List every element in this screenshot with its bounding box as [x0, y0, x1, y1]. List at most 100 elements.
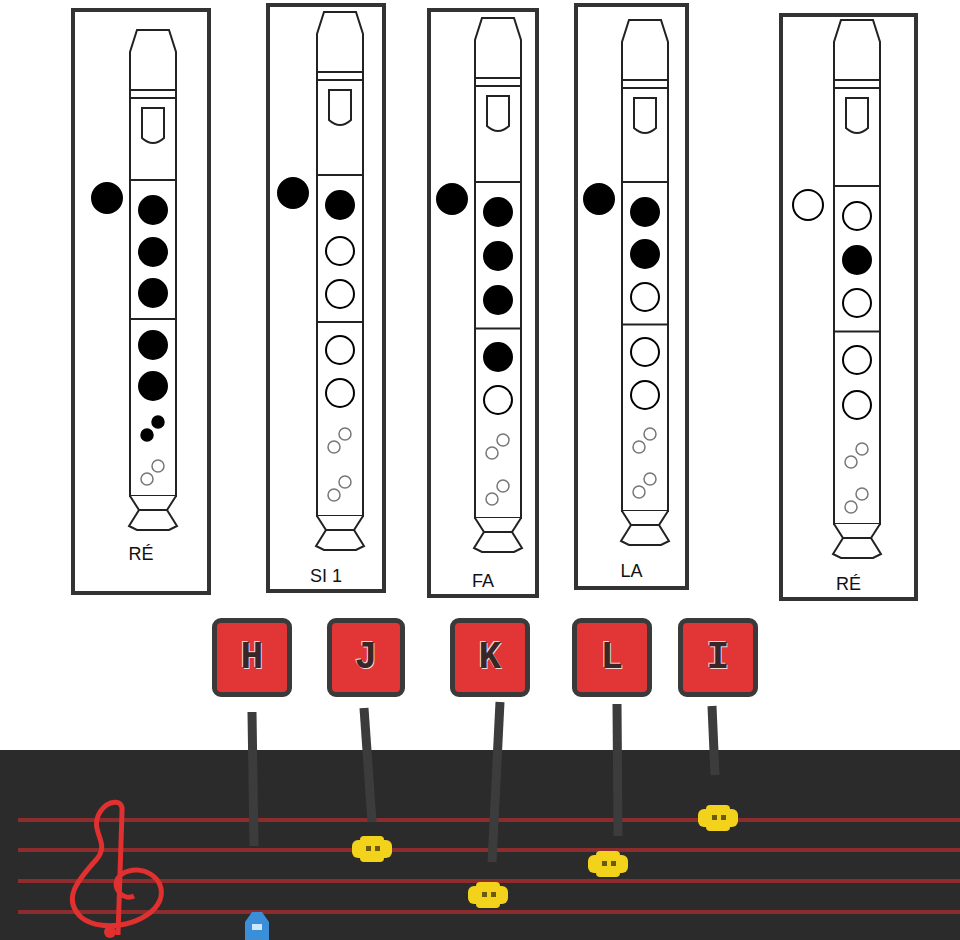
finger-hole — [139, 196, 167, 224]
double-hole — [856, 443, 868, 455]
key-letter: J — [355, 636, 378, 679]
recorder-window — [329, 90, 351, 125]
recorder-ring — [834, 87, 880, 89]
recorder-foot — [317, 516, 363, 530]
note — [698, 805, 738, 831]
leader-line — [617, 704, 618, 836]
finger-hole — [139, 279, 167, 307]
double-hole — [328, 489, 340, 501]
finger-hole — [326, 237, 354, 265]
thumb-hole — [92, 183, 122, 213]
fingering-card: SI 1 — [266, 3, 386, 593]
recorder-joint — [622, 181, 668, 183]
finger-hole — [631, 283, 659, 311]
recorder-window — [634, 98, 656, 133]
finger-hole — [484, 198, 512, 226]
recorder-foot — [130, 496, 176, 510]
double-hole — [644, 473, 656, 485]
recorder-ring — [622, 87, 668, 89]
recorder-body — [130, 30, 176, 496]
double-hole — [644, 428, 656, 440]
key-button: J — [327, 618, 405, 697]
recorder-foot — [475, 518, 521, 532]
recorder-joint — [622, 324, 668, 326]
recorder-window — [487, 96, 509, 131]
recorder-joint — [475, 328, 521, 330]
recorder-ring — [475, 85, 521, 87]
note — [588, 851, 628, 877]
thumb-hole — [437, 184, 467, 214]
fingering-card: LA — [574, 3, 689, 590]
recorder-foot — [834, 524, 880, 538]
finger-hole — [484, 343, 512, 371]
double-hole — [339, 476, 351, 488]
thumb-hole — [584, 184, 614, 214]
recorder — [92, 30, 177, 530]
finger-hole — [631, 338, 659, 366]
note — [352, 836, 392, 862]
recorder — [437, 18, 522, 552]
treble-clef — [72, 802, 161, 935]
note-name: SI 1 — [270, 566, 382, 587]
treble-clef-dot — [104, 926, 116, 938]
recorder-joint — [317, 321, 363, 323]
double-hole — [633, 441, 645, 453]
staff-panel — [0, 750, 960, 940]
thumb-hole — [278, 178, 308, 208]
recorder — [584, 20, 669, 545]
recorder-bell — [129, 510, 177, 530]
recorder-body — [622, 20, 668, 511]
key-letter: L — [601, 636, 624, 679]
recorder-joint — [130, 179, 176, 181]
finger-hole — [326, 280, 354, 308]
key-letter: I — [707, 636, 730, 679]
key-button: K — [450, 618, 530, 697]
staff-line — [18, 910, 960, 914]
recorder-bell — [833, 538, 881, 558]
leader-line — [252, 712, 254, 846]
recorder-bell — [316, 530, 364, 550]
leader-line — [492, 702, 500, 862]
staff-line — [18, 818, 960, 822]
recorder-foot — [622, 511, 668, 525]
recorder-bell — [474, 532, 522, 552]
recorder-bell — [621, 525, 669, 545]
double-hole — [141, 429, 153, 441]
finger-hole — [326, 191, 354, 219]
note-name: RÉ — [75, 544, 207, 565]
key-letter: K — [479, 636, 502, 679]
double-hole — [486, 447, 498, 459]
note-name: RÉ — [783, 574, 914, 595]
finger-hole — [843, 346, 871, 374]
recorder-joint — [317, 174, 363, 176]
recorder-ring — [622, 79, 668, 81]
recorder-joint — [834, 331, 880, 333]
double-hole — [633, 486, 645, 498]
recorder-ring — [317, 71, 363, 73]
recorder-ring — [130, 89, 176, 91]
recorder-ring — [130, 97, 176, 99]
finger-hole — [843, 289, 871, 317]
double-hole — [845, 456, 857, 468]
key-button: H — [212, 618, 292, 697]
double-hole — [152, 416, 164, 428]
finger-hole — [843, 202, 871, 230]
note-name: FA — [431, 571, 535, 592]
key-letter: H — [241, 636, 264, 679]
recorder-ring — [317, 79, 363, 81]
double-hole — [856, 488, 868, 500]
double-hole — [497, 434, 509, 446]
recorder-body — [834, 20, 880, 524]
finger-hole — [139, 238, 167, 266]
double-hole — [328, 441, 340, 453]
finger-hole — [843, 391, 871, 419]
double-hole — [339, 428, 351, 440]
double-hole — [845, 501, 857, 513]
recorder-ring — [834, 79, 880, 81]
recorder-joint — [475, 181, 521, 183]
recorder — [793, 20, 881, 558]
finger-hole — [484, 286, 512, 314]
finger-hole — [631, 240, 659, 268]
finger-hole — [843, 246, 871, 274]
